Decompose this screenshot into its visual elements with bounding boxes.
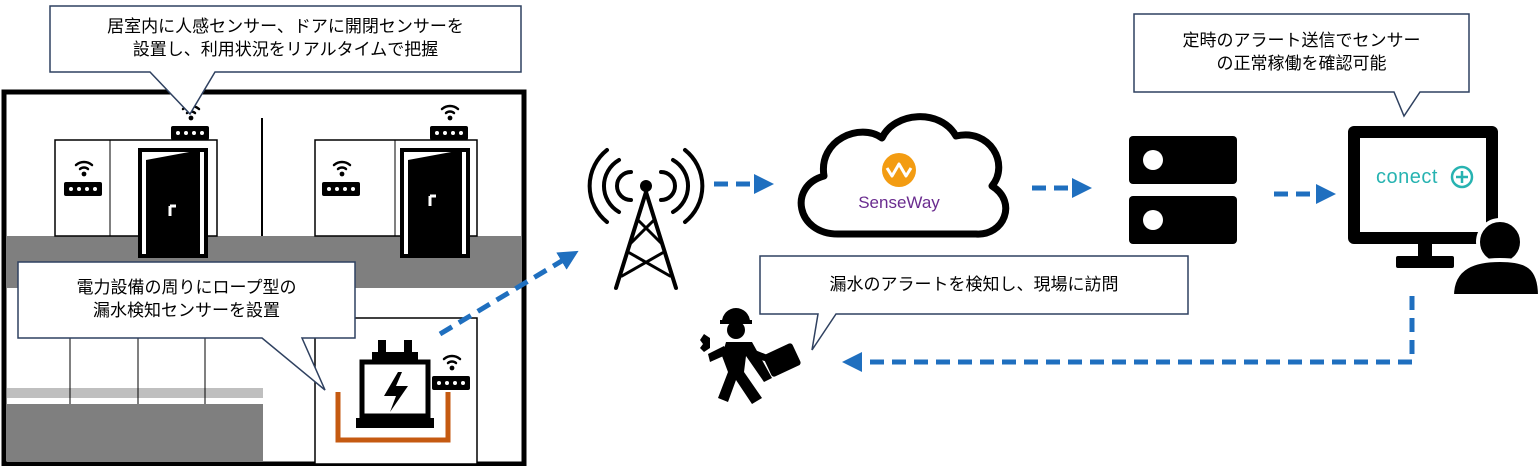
callout-room-sensors-text: 居室内に人感センサー、ドアに開閉センサーを 設置し、利用状況をリアルタイムで把握 [107, 17, 464, 60]
conect-logo-text: conect [1376, 165, 1438, 188]
rope-sensor [335, 392, 451, 443]
callout-leak-sensor [17, 261, 356, 391]
callout-visit [759, 255, 1189, 351]
open-door-icon [138, 148, 208, 258]
cloud-icon [797, 113, 1010, 238]
senseway-logo-icon [882, 153, 916, 187]
arrow-monitor-to-worker [842, 296, 1415, 372]
transformer-icon [335, 340, 451, 443]
flow-arrows [438, 174, 1415, 372]
open-door-icon [400, 148, 470, 258]
floor-rail [7, 388, 263, 398]
callout-visit-text: 漏水のアラートを検知し、現場に訪問 [829, 274, 1119, 295]
arrow-building-to-tower [438, 250, 579, 337]
user-icon [1449, 218, 1540, 298]
senseway-logo-text: SenseWay [858, 193, 940, 212]
callout-leak-sensor-text: 電力設備の周りにロープ型の 漏水検知センサーを設置 [76, 278, 297, 321]
monitor-icon [1348, 126, 1498, 268]
callout-alert-check [1133, 13, 1470, 118]
floor-band-lower [7, 404, 263, 462]
antenna-tower-icon [587, 148, 705, 290]
running-worker-icon [700, 308, 801, 404]
callout-alert-check-text: 定時のアラート送信でセンサー の正常稼働を確認可能 [1182, 31, 1421, 74]
server-icon [1129, 136, 1237, 244]
callout-room-sensors [49, 5, 522, 116]
